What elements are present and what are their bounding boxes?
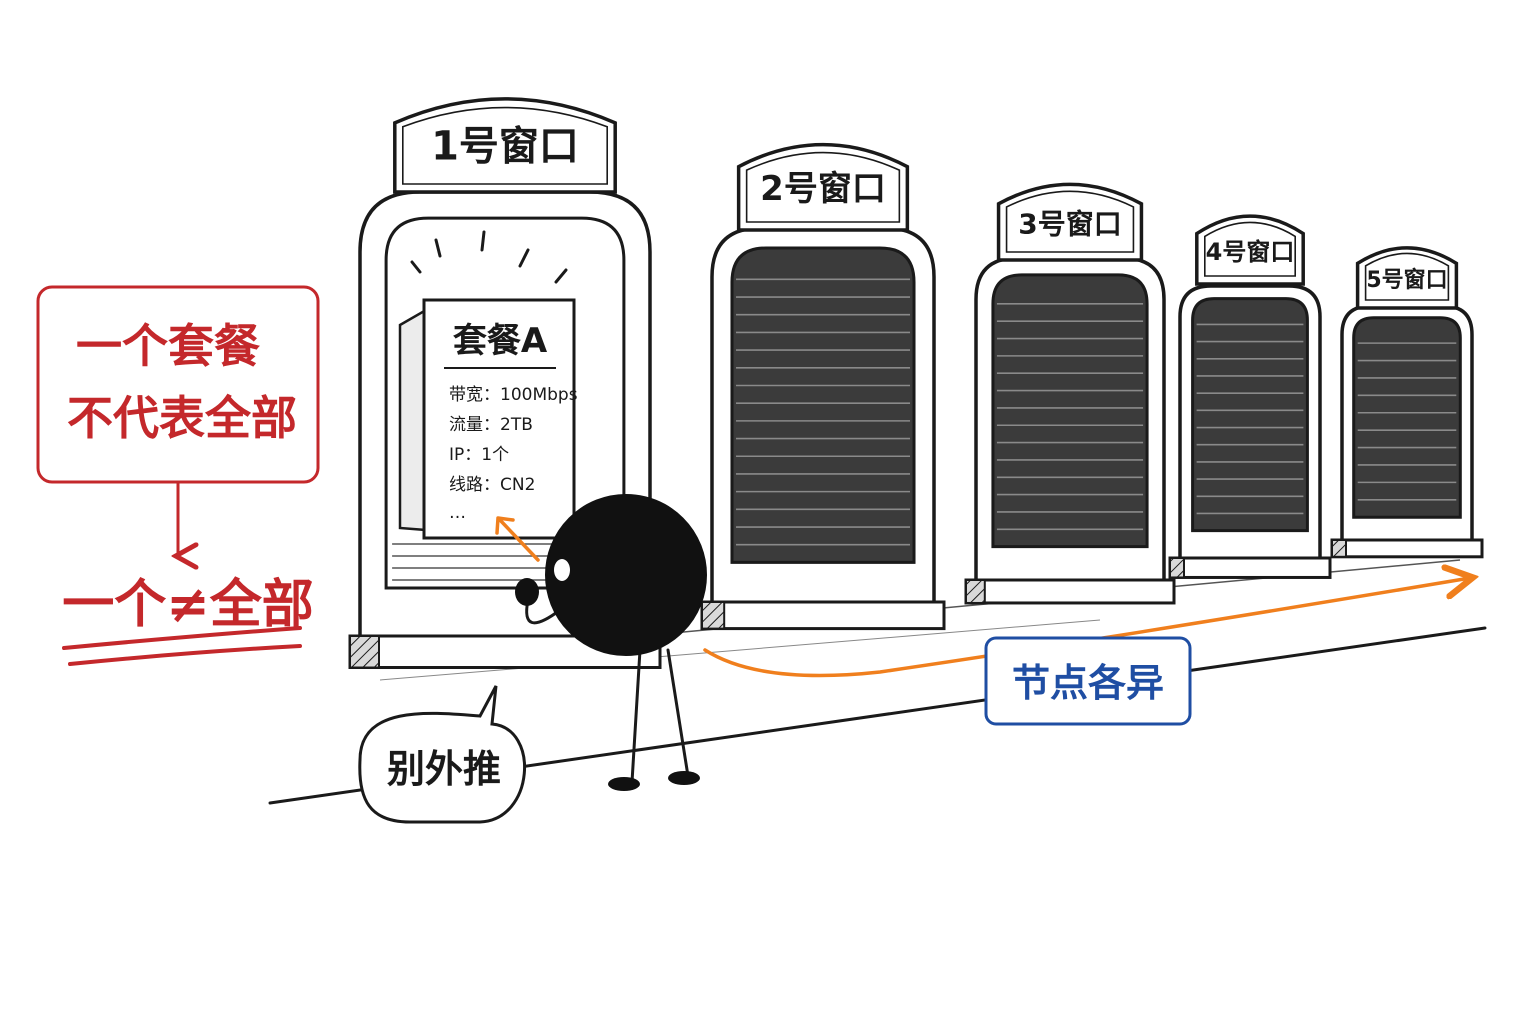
nodes-path-arrow [703, 578, 1470, 678]
shine-marks [410, 230, 568, 284]
plan-title: 套餐A [453, 321, 548, 361]
speech-text: 别外推 [387, 747, 501, 791]
character-figure [515, 494, 707, 791]
window-label: 4号窗口 [1206, 238, 1295, 266]
window-4: 4号窗口 [1168, 214, 1332, 579]
closed-shutter [991, 273, 1149, 549]
window-sign [393, 97, 617, 194]
closed-shutter [1191, 297, 1309, 533]
plan-traffic: 流量：2TB [449, 415, 533, 435]
plan-bandwidth: 带宽：100Mbps [449, 385, 578, 405]
window-sign [996, 182, 1144, 262]
window-sign [736, 142, 910, 232]
window-sign [1355, 246, 1459, 310]
plan-ip: IP：1个 [449, 445, 509, 465]
plan-more: … [449, 503, 466, 523]
window-sign [1195, 214, 1305, 286]
window-label: 2号窗口 [760, 169, 886, 209]
menu-pointer-arrow [498, 518, 540, 562]
character-body [545, 494, 707, 656]
nodes-vary-label: 节点各异 [984, 636, 1192, 726]
window-2: 2号窗口 [700, 142, 946, 631]
menu-pointer-arrowhead [495, 516, 515, 535]
plan-menu-board: 套餐A 带宽：100Mbps 流量：2TB IP：1个 线路：CN2 … [398, 230, 578, 540]
note-box: 一个套餐 不代表全部 [36, 285, 320, 484]
window-label: 1号窗口 [431, 123, 579, 169]
note-line2: 不代表全部 [67, 391, 297, 445]
plan-route: 线路：CN2 [449, 475, 535, 495]
window-3: 3号窗口 [964, 182, 1176, 605]
conclusion-underline [62, 626, 302, 666]
nodes-vary-text: 节点各异 [1012, 661, 1164, 705]
note-line1: 一个套餐 [76, 319, 261, 373]
speech-bubble: 别外推 [358, 685, 526, 824]
window-5: 5号窗口 [1330, 246, 1484, 559]
window-label: 3号窗口 [1018, 207, 1121, 240]
conclusion-text: 一个≠全部 [62, 575, 314, 635]
window-label: 5号窗口 [1366, 267, 1447, 293]
closed-shutter [730, 246, 916, 564]
closed-shutter [1352, 316, 1462, 519]
